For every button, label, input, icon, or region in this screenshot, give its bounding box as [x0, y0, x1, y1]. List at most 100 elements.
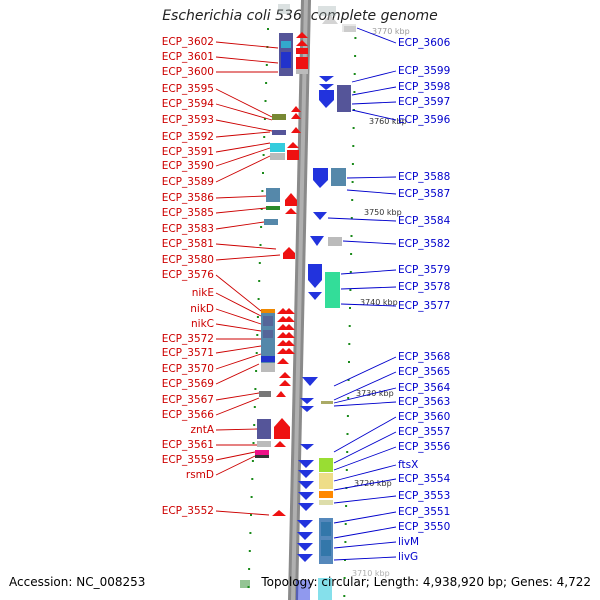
- gene-label-ecp-3586[interactable]: ECP_3586: [162, 192, 215, 204]
- leader-ecp-3584: [327, 217, 397, 222]
- tick-mark: [343, 577, 346, 579]
- leader-ecp-3553: [333, 495, 397, 504]
- tick-mark: [251, 478, 254, 480]
- gene-label-ecp-3560[interactable]: ECP_3560: [398, 411, 450, 423]
- gene-label-ecp-3606[interactable]: ECP_3606: [398, 37, 451, 49]
- tick-mark: [264, 100, 267, 102]
- tick-mark: [346, 415, 349, 417]
- gene-label-ecp-3600[interactable]: ECP_3600: [162, 66, 214, 78]
- scale-label-3760: 3760 kbp: [369, 117, 407, 126]
- gene-label-ecp-3550[interactable]: ECP_3550: [398, 521, 450, 533]
- leader-nikd: [215, 308, 262, 325]
- gene-label-ecp-3602[interactable]: ECP_3602: [162, 36, 214, 48]
- leader-ecp-3596: [351, 109, 397, 121]
- gene-label-ecp-3596[interactable]: ECP_3596: [398, 114, 451, 126]
- gene-label-ecp-3585[interactable]: ECP_3585: [162, 207, 214, 219]
- gene-label-ecp-3597[interactable]: ECP_3597: [398, 96, 450, 108]
- gene-label-ecp-3571[interactable]: ECP_3571: [162, 347, 214, 359]
- tick-mark: [250, 496, 253, 498]
- tick-mark: [348, 361, 350, 363]
- gene-label-ecp-3579[interactable]: ECP_3579: [398, 264, 450, 276]
- gene-label-ecp-3594[interactable]: ECP_3594: [162, 98, 215, 110]
- gene-label-ecp-3588[interactable]: ECP_3588: [398, 171, 450, 183]
- tick-mark: [256, 334, 259, 336]
- leader-ecp-3568: [333, 356, 397, 387]
- leader-ecp-3570: [215, 353, 262, 370]
- tick-mark: [350, 235, 353, 237]
- gene-label-ecp-3564[interactable]: ECP_3564: [398, 382, 451, 394]
- gene-label-ecp-3595[interactable]: ECP_3595: [162, 83, 214, 95]
- gene-label-ecp-3553[interactable]: ECP_3553: [398, 490, 450, 502]
- gene-label-nike[interactable]: nikE: [192, 287, 214, 299]
- leader-ecp-3606: [356, 27, 397, 44]
- gene-label-ecp-3601[interactable]: ECP_3601: [162, 51, 214, 63]
- gene-label-rsmd[interactable]: rsmD: [186, 469, 214, 481]
- leader-ecp-3554: [333, 478, 397, 491]
- tick-mark: [350, 217, 353, 219]
- gene-label-ecp-3566[interactable]: ECP_3566: [162, 409, 215, 421]
- tick-mark: [344, 523, 347, 525]
- leader-ecp-3595: [215, 88, 273, 118]
- gene-label-ecp-3598[interactable]: ECP_3598: [398, 81, 450, 93]
- gene-label-ecp-3569[interactable]: ECP_3569: [162, 378, 214, 390]
- gene-label-ecp-3570[interactable]: ECP_3570: [162, 363, 214, 375]
- tick-mark: [257, 298, 260, 300]
- gene-label-livm[interactable]: livM: [398, 536, 419, 548]
- gene-label-ecp-3584[interactable]: ECP_3584: [398, 215, 451, 227]
- tick-mark: [349, 307, 351, 309]
- gene-label-ecp-3576[interactable]: ECP_3576: [162, 269, 215, 281]
- gene-label-ecp-3567[interactable]: ECP_3567: [162, 394, 214, 406]
- gene-label-ftsx[interactable]: ftsX: [398, 459, 418, 471]
- gene-label-ecp-3589[interactable]: ECP_3589: [162, 176, 214, 188]
- tick-mark: [350, 253, 353, 255]
- gene-label-ecp-3578[interactable]: ECP_3578: [398, 281, 450, 293]
- gene-label-ecp-3587[interactable]: ECP_3587: [398, 188, 450, 200]
- leader-ecp-3578: [340, 286, 397, 290]
- gene-label-ecp-3591[interactable]: ECP_3591: [162, 146, 214, 158]
- gene-label-ecp-3556[interactable]: ECP_3556: [398, 441, 451, 453]
- gene-label-ecp-3554[interactable]: ECP_3554: [398, 473, 451, 485]
- leader-ecp-3565: [333, 371, 397, 401]
- topology-text: Topology: circular; Length: 4,938,920 bp…: [261, 575, 591, 589]
- gene-label-znta[interactable]: zntA: [191, 424, 215, 436]
- leader-ecp-3592: [215, 131, 271, 138]
- gene-label-ecp-3599[interactable]: ECP_3599: [398, 65, 450, 77]
- scale-ticks: [247, 28, 357, 597]
- tick-mark: [262, 154, 265, 156]
- gene-label-livg[interactable]: livG: [398, 551, 418, 563]
- leader-ecp-3550: [333, 526, 397, 539]
- gene-label-ecp-3565[interactable]: ECP_3565: [398, 366, 450, 378]
- gene-label-nikd[interactable]: nikD: [190, 303, 214, 315]
- tick-mark: [348, 343, 351, 345]
- gene-label-ecp-3581[interactable]: ECP_3581: [162, 238, 214, 250]
- gene-labels: ECP_3602ECP_3601ECP_3600ECP_3595ECP_3594…: [162, 36, 451, 563]
- gene-label-ecp-3552[interactable]: ECP_3552: [162, 505, 214, 517]
- gene-label-ecp-3590[interactable]: ECP_3590: [162, 160, 214, 172]
- leader-ftsx: [333, 464, 397, 482]
- gene-label-ecp-3568[interactable]: ECP_3568: [398, 351, 450, 363]
- leader-ecp-3598: [351, 86, 397, 96]
- gene-label-ecp-3557[interactable]: ECP_3557: [398, 426, 450, 438]
- tick-mark: [263, 136, 266, 138]
- gene-label-ecp-3572[interactable]: ECP_3572: [162, 333, 214, 345]
- gene-label-ecp-3551[interactable]: ECP_3551: [398, 506, 450, 518]
- leader-ecp-3564: [333, 387, 397, 404]
- scale-label-3770: 3770 kbp: [372, 27, 410, 36]
- leader-ecp-3576: [215, 274, 262, 312]
- gene-label-ecp-3582[interactable]: ECP_3582: [398, 238, 450, 250]
- tick-mark: [251, 460, 254, 462]
- gene-label-ecp-3559[interactable]: ECP_3559: [162, 454, 214, 466]
- gene-label-ecp-3580[interactable]: ECP_3580: [162, 254, 214, 266]
- gene-label-ecp-3563[interactable]: ECP_3563: [398, 396, 450, 408]
- gene-label-ecp-3583[interactable]: ECP_3583: [162, 223, 214, 235]
- gene-label-ecp-3593[interactable]: ECP_3593: [162, 114, 214, 126]
- leader-ecp-3559: [215, 451, 256, 461]
- tick-mark: [349, 289, 352, 291]
- leader-livm: [333, 541, 397, 549]
- gene-label-nikc[interactable]: nikC: [191, 318, 214, 330]
- tick-mark: [248, 568, 251, 570]
- gene-label-ecp-3561[interactable]: ECP_3561: [162, 439, 214, 451]
- leader-ecp-3582: [342, 240, 397, 245]
- gene-label-ecp-3577[interactable]: ECP_3577: [398, 300, 450, 312]
- gene-label-ecp-3592[interactable]: ECP_3592: [162, 131, 214, 143]
